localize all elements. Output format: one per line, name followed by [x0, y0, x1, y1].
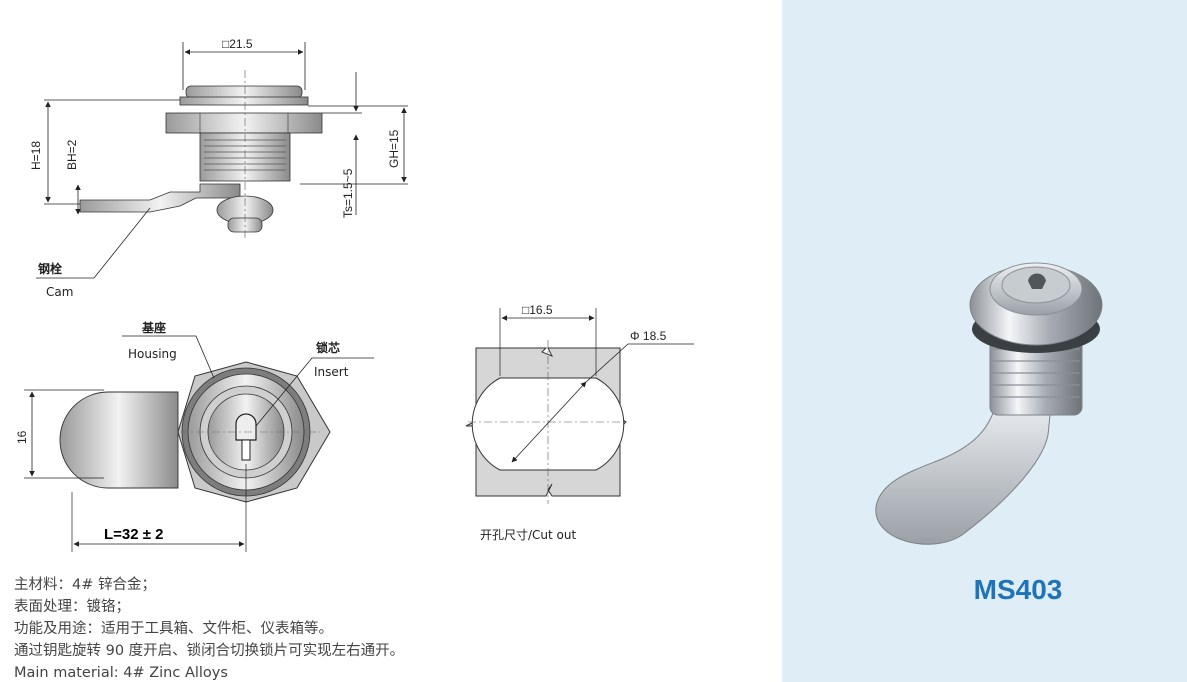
h-dimension: H=18	[29, 141, 43, 170]
spec-line: 表面处理：镀铬；	[14, 599, 130, 615]
product-photo	[875, 262, 1103, 545]
ts-dimension: Ts=1.5~5	[341, 168, 355, 218]
spec-line: Main material: 4# Zinc Alloys	[14, 665, 228, 681]
cutout-diameter-dimension: Φ 18.5	[630, 329, 667, 343]
product-panel: MS403	[782, 0, 1187, 682]
technical-drawing: □21.5	[15, 37, 694, 552]
product-cam	[875, 394, 1053, 545]
side-view: □21.5	[29, 37, 408, 299]
spec-line: 通过钥匙旋转 90 度开启、锁闭合切换锁片可实现左右通开。	[14, 643, 405, 659]
gh-dimension: GH=15	[387, 129, 401, 168]
specification-text: 主材料：4# 锌合金； 表面处理：镀铬； 功能及用途：适用于工具箱、文件柜、仪表…	[14, 574, 754, 682]
cam-label-cn: 钢栓	[38, 261, 62, 276]
cutout-view: Φ 18.5 □16.5	[465, 303, 694, 504]
spec-line: 功能及用途：适用于工具箱、文件柜、仪表箱等。	[14, 621, 333, 637]
housing-label-cn: 基座	[141, 320, 166, 335]
housing-label-en: Housing	[128, 347, 177, 361]
cutout-caption: 开孔尺寸/Cut out	[480, 528, 577, 542]
cam-plate	[79, 183, 241, 213]
cam-front	[59, 391, 179, 489]
lock-bezel	[179, 96, 309, 106]
insert-label-en: Insert	[314, 365, 349, 379]
cutout-square-dimension: □16.5	[522, 303, 553, 317]
model-number: MS403	[973, 574, 1063, 605]
spec-line: 主材料：4# 锌合金；	[14, 577, 156, 593]
insert-label-cn: 锁芯	[316, 340, 340, 355]
cam-label-en: Cam	[46, 285, 73, 299]
lock-nut	[165, 112, 323, 134]
length-dimension: L=32 ± 2	[104, 526, 164, 543]
height-16-dimension: 16	[15, 430, 29, 444]
bh-dimension: BH=2	[65, 139, 79, 170]
keyway	[235, 413, 257, 441]
lock-head	[185, 85, 303, 99]
technical-drawing-panel: □21.5	[14, 37, 754, 682]
top-width-dimension: □21.5	[222, 37, 253, 51]
front-view: 16 基座 Housing 锁芯 Insert	[15, 320, 374, 552]
